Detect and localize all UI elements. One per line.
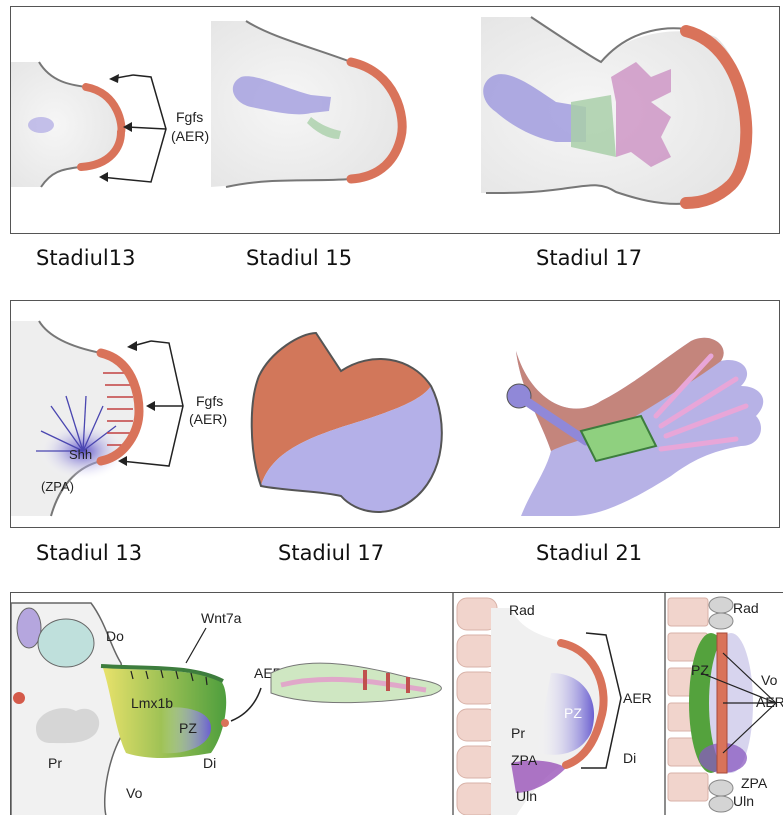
label-rad-right: Rad — [733, 600, 759, 616]
caption-row2-stage13: Stadiul 13 — [36, 541, 142, 565]
cartilage-green-stage17 — [571, 95, 616, 157]
fgfs-label-row2: Fgfs — [196, 393, 223, 409]
limb-bud-stage13 — [11, 62, 121, 187]
label-aer-right: AER — [756, 694, 783, 710]
aer-node-left — [221, 719, 229, 727]
label-uln-mid: Uln — [516, 788, 537, 804]
row3-diagram: Do Wnt7a Lmx1b AER PZ Di Pr Vo Rad PZ AE… — [11, 593, 783, 815]
limb-bud-row2-stage13 — [11, 321, 139, 516]
label-wnt7a: Wnt7a — [201, 610, 242, 626]
cartilage-pink-stage17 — [611, 62, 671, 167]
aer-label-row2: (AER) — [189, 411, 227, 427]
row2-diagram: Fgfs (AER) Shh (ZPA) — [11, 301, 780, 528]
label-rad-mid: Rad — [509, 602, 535, 618]
neural-tube — [17, 608, 41, 648]
label-zpa-right: ZPA — [741, 775, 768, 791]
label-vo-left: Vo — [126, 785, 143, 801]
panel-row2: Fgfs (AER) Shh (ZPA) — [10, 300, 780, 528]
label-vo-right: Vo — [761, 672, 778, 688]
aer-label-row1: (AER) — [171, 128, 209, 144]
label-do: Do — [106, 628, 124, 644]
caption-row1-stage15: Stadiul 15 — [246, 246, 352, 270]
label-pz-left: PZ — [179, 720, 197, 736]
fgfs-label-row1: Fgfs — [176, 109, 203, 125]
caption-row2-stage17: Stadiul 17 — [278, 541, 384, 565]
label-aer-mid: AER — [623, 690, 652, 706]
label-pz-mid: PZ — [564, 705, 582, 721]
label-pz-right: PZ — [691, 662, 709, 678]
shh-label: Shh — [69, 447, 92, 462]
wnt7a-pointer — [186, 628, 206, 663]
panel-row3: Do Wnt7a Lmx1b AER PZ Di Pr Vo Rad PZ AE… — [10, 592, 783, 815]
pr-structure — [36, 708, 99, 743]
mesenchyme-blob-stage13 — [28, 117, 54, 133]
notochord — [38, 619, 94, 667]
label-zpa-mid: ZPA — [511, 752, 538, 768]
panel-row1: Fgfs (AER) — [10, 6, 780, 234]
label-di-mid: Di — [623, 750, 636, 766]
caption-row2-stage21: Stadiul 21 — [536, 541, 642, 565]
label-lmx1b: Lmx1b — [131, 695, 173, 711]
label-di-left: Di — [203, 755, 216, 771]
zpa-label-row2: (ZPA) — [41, 479, 74, 494]
label-uln-right: Uln — [733, 793, 754, 809]
label-pr-left: Pr — [48, 755, 62, 771]
caption-row1-stage13: Stadiul13 — [36, 246, 135, 270]
red-dot — [13, 692, 25, 704]
aer-arrow-left — [231, 688, 261, 721]
row1-diagram: Fgfs (AER) — [11, 7, 780, 234]
caption-row1-stage17: Stadiul 17 — [536, 246, 642, 270]
label-pr-mid: Pr — [511, 725, 525, 741]
